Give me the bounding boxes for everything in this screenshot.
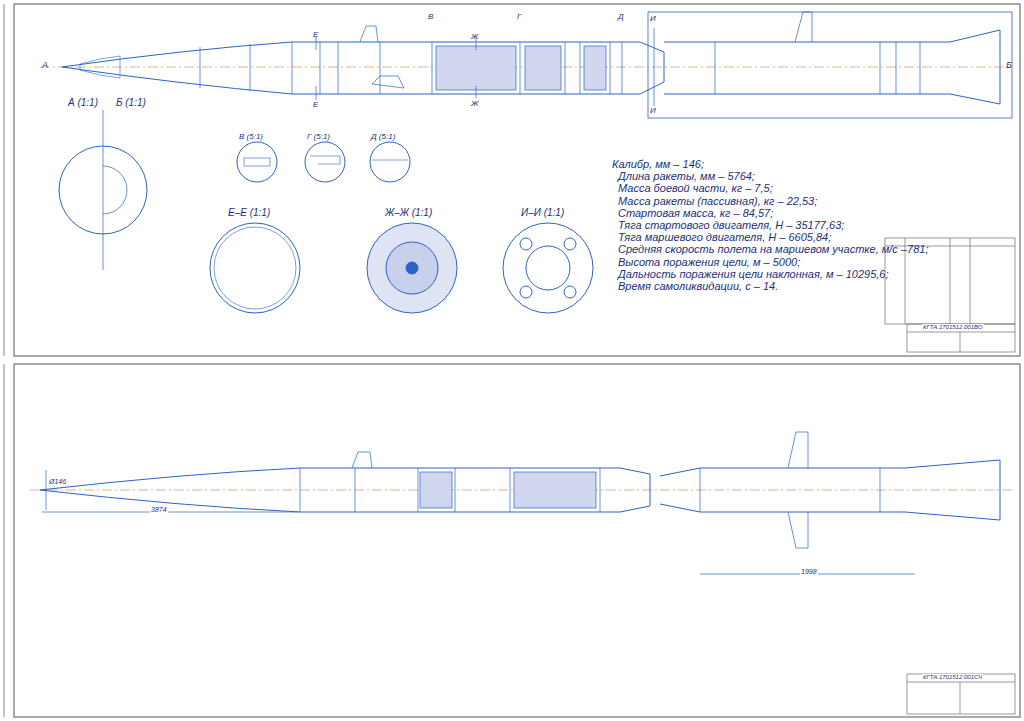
spec-line: Калибр, мм – 146; [612,158,704,171]
section-label: И–И (1:1) [521,207,564,219]
spec-line: Масса боевой части, кг – 7,5; [618,182,773,195]
section-label: В (5:1) [239,132,263,141]
spec-line: Тяга стартового двигателя, Н – 35177,63; [618,219,844,232]
section-label: И [650,106,656,115]
spec-line: Время самоликвидации, с – 14. [618,280,778,293]
dimension: 1998 [800,568,818,576]
section-label: И [650,14,656,23]
spec-line: Высота поражения цели, м – 5000; [618,256,800,269]
spec-line: Дальность поражения цели наклонная, м – … [618,268,889,281]
section-label: Б [1006,60,1012,70]
section-label: Е–Е (1:1) [228,207,270,219]
title-block-code: КГТА.1701512.001ВО [922,324,984,331]
section-label: Г (5:1) [307,132,330,141]
section-label: Г [517,12,521,21]
spec-line: Средняя скорость полета на маршевом учас… [618,243,928,256]
spec-line: Длина ракеты, мм – 5764; [618,170,755,183]
dimension: Ø146 [48,478,67,486]
section-label: Е [313,100,318,109]
section-label: Е [313,30,318,39]
section-label: Д (5:1) [371,132,395,141]
spec-line: Тяга маршевого двигателя, Н – 6605,84; [618,231,831,244]
dimension: 3874 [150,506,168,514]
section-label: Ж [471,32,478,41]
section-label: А [42,60,48,70]
spec-line: Стартовая масса, кг – 84,57; [618,207,773,220]
section-label: А (1:1) [68,97,98,109]
section-label: Ж–Ж (1:1) [385,207,432,219]
section-label: В [428,12,433,21]
section-label: Ж [471,99,478,108]
section-label: Д [618,12,624,21]
spec-line: Масса ракеты (пассивная), кг – 22,53; [618,195,817,208]
title-block-code: КГТА.1701512.001СЧ [922,674,983,681]
section-label: Б (1:1) [116,97,146,109]
